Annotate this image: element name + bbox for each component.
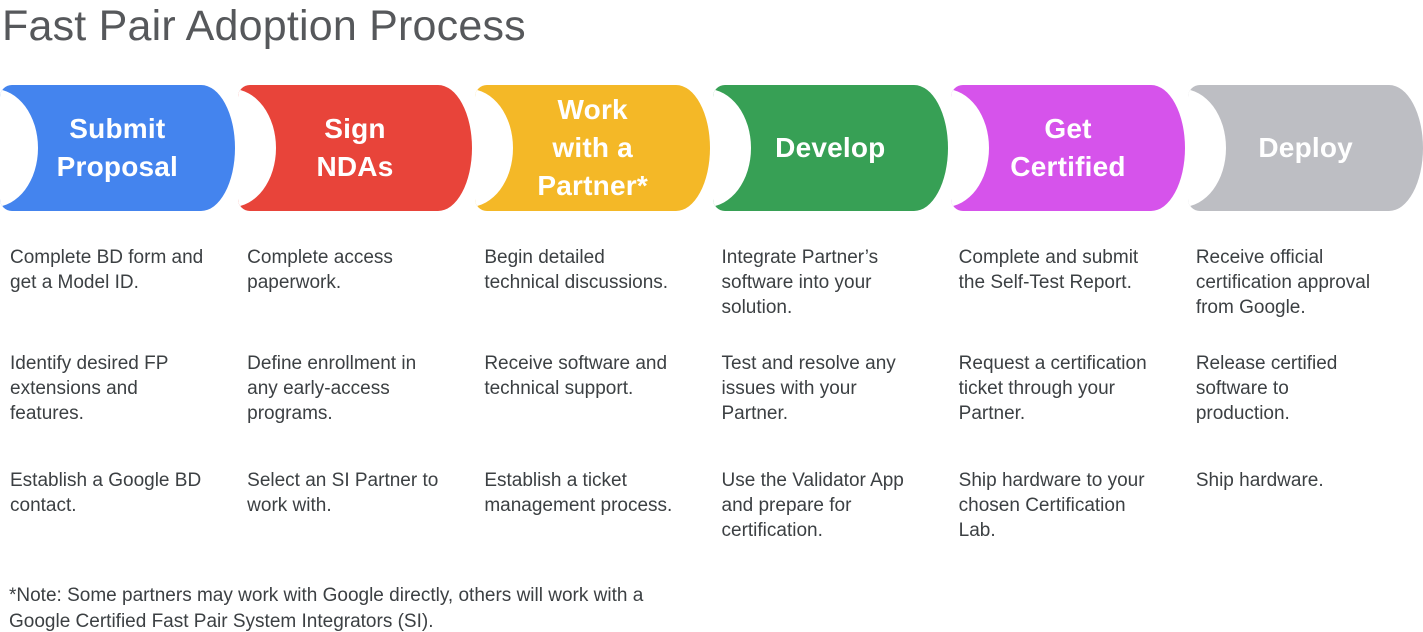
page-title: Fast Pair Adoption Process — [2, 2, 526, 50]
step-sign-ndas-2: Define enrollment in any early-access pr… — [247, 353, 417, 424]
step-develop-3: Use the Validator App and prepare for ce… — [721, 470, 904, 541]
stage-label-get-certified: Get Certified — [1010, 113, 1126, 182]
step-develop-2: Test and resolve any issues with your Pa… — [721, 353, 896, 424]
stage-label-submit-proposal: Submit Proposal — [56, 113, 179, 182]
stage-pill-work-with-partner: Work with a Partner* — [475, 85, 710, 211]
pill-notch — [0, 89, 38, 207]
step-work-with-partner-1: Begin detailed technical discussions. — [484, 247, 669, 293]
stage-label-develop: Develop — [775, 132, 886, 163]
step-work-with-partner-2: Receive software and technical support. — [484, 353, 668, 399]
pill-notch — [475, 89, 514, 207]
footnote: *Note: Some partners may work with Googl… — [9, 585, 644, 632]
stage-label-deploy: Deploy — [1258, 132, 1353, 163]
step-deploy-3: Ship hardware. — [1195, 470, 1324, 491]
step-deploy-2: Release certified software to production… — [1195, 353, 1338, 424]
steps-row-3: Establish a Google BD contact. Select an … — [0, 468, 1423, 583]
step-get-certified-1: Complete and submit the Self-Test Report… — [958, 247, 1139, 293]
stage-label-sign-ndas: Sign NDAs — [316, 113, 394, 182]
stage-pill-sign-ndas: Sign NDAs — [237, 85, 473, 211]
steps-row-1: Complete BD form and get a Model ID. Comp… — [0, 245, 1423, 351]
step-submit-proposal-1: Complete BD form and get a Model ID. — [10, 247, 204, 293]
step-work-with-partner-3: Establish a ticket management process. — [484, 470, 673, 516]
stage-label-work-with-partner: Work with a Partner* — [537, 94, 648, 201]
step-submit-proposal-2: Identify desired FP extensions and featu… — [10, 353, 169, 424]
stage-pill-get-certified: Get Certified — [950, 85, 1186, 211]
pill-notch — [1188, 89, 1227, 207]
process-stages: Submit Proposal Sign NDAs Work with a Part… — [0, 85, 1423, 211]
pill-notch — [713, 89, 751, 207]
step-sign-ndas-3: Select an SI Partner to work with. — [247, 470, 439, 516]
step-sign-ndas-1: Complete access paperwork. — [247, 247, 393, 293]
stage-pill-deploy: Deploy — [1188, 85, 1423, 211]
step-submit-proposal-3: Establish a Google BD contact. — [10, 470, 202, 516]
process-steps: Complete BD form and get a Model ID. Comp… — [0, 245, 1423, 583]
stage-pill-submit-proposal: Submit Proposal — [0, 85, 235, 211]
pill-notch — [950, 89, 989, 207]
pill-notch — [237, 89, 276, 207]
step-get-certified-2: Request a certification ticket through y… — [958, 353, 1147, 424]
steps-row-2: Identify desired FP extensions and featu… — [0, 351, 1423, 468]
step-develop-1: Integrate Partner’s software into your s… — [721, 247, 879, 318]
stage-pill-develop: Develop — [713, 85, 948, 211]
step-get-certified-3: Ship hardware to your chosen Certificati… — [958, 470, 1145, 541]
step-deploy-1: Receive official certification approval … — [1195, 247, 1371, 318]
